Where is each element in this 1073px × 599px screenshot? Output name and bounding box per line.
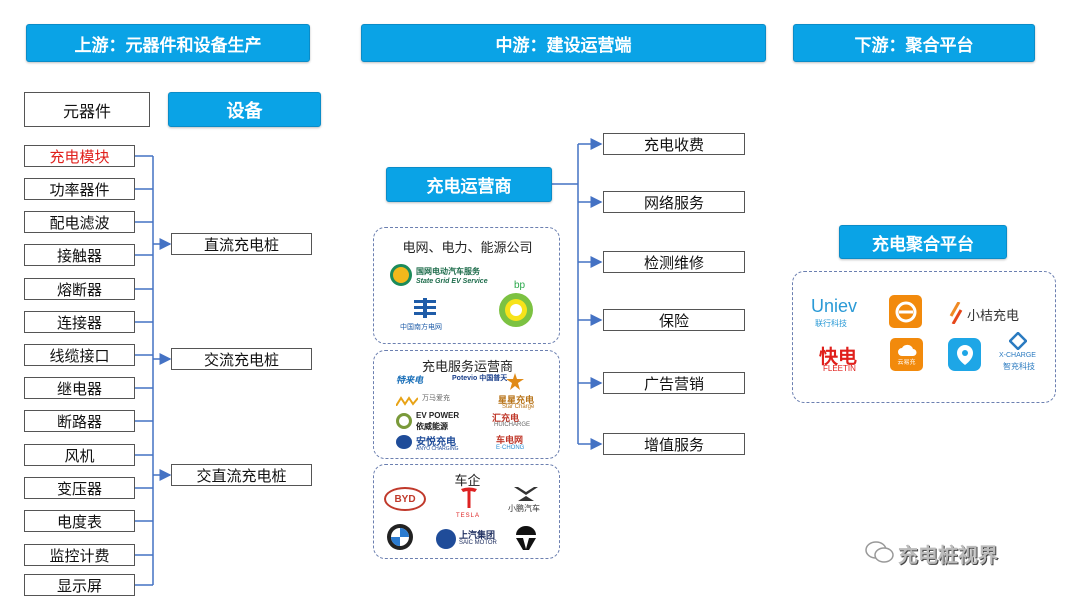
logo-text: 汇充电 <box>492 413 520 423</box>
nio-logo-icon <box>514 525 538 551</box>
bp-logo-icon <box>498 292 534 328</box>
logo-text: 车电网 <box>496 435 524 445</box>
service-item: 充电收费 <box>603 133 745 155</box>
xcharge-logo-icon <box>1008 331 1028 351</box>
logo-text: Uniev <box>811 296 858 316</box>
logo-text: FLEETIN <box>823 364 856 373</box>
downstream-header: 下游：聚合平台 <box>793 24 1035 62</box>
logo-text: 依威能源 <box>416 422 448 431</box>
logo-text: BYD <box>394 493 416 505</box>
echarge-logo-icon <box>889 295 922 328</box>
component-item: 功率器件 <box>24 178 135 200</box>
logo-text: 特来电 <box>396 375 424 385</box>
logo-text: X-CHARGE <box>999 352 1036 359</box>
service-item: 广告营销 <box>603 372 745 394</box>
component-item: 接触器 <box>24 244 135 266</box>
logo-text: 联行科技 <box>815 319 847 328</box>
anyo-logo-icon <box>396 435 412 449</box>
logo-text: 小鹏汽车 <box>508 504 540 513</box>
logo-text: 快电 <box>819 347 858 368</box>
logo-text: EV POWER <box>416 411 460 420</box>
logo-text: State Grid EV Service <box>416 278 488 285</box>
group-title: 充电服务运营商 <box>421 359 513 374</box>
energy-companies-group: 电网、电力、能源公司 国网电动汽车服务 State Grid EV Servic… <box>373 227 560 344</box>
xpeng-logo-icon <box>514 487 538 501</box>
aggregation-platforms-group: Uniev 联行科技 小桔充电 快电 FLEETIN 云易充 X-CHARGE … <box>792 271 1056 403</box>
component-label: 充电模块 <box>49 148 110 166</box>
bp-text: bp <box>514 280 526 291</box>
component-item: 电度表 <box>24 510 135 532</box>
logo-text: TESLA <box>456 513 481 519</box>
upstream-header: 上游：元器件和设备生产 <box>26 24 310 62</box>
component-item: 监控计费 <box>24 544 135 566</box>
logo-text: 国网电动汽车服务 <box>416 267 480 276</box>
component-item: 风机 <box>24 444 135 466</box>
byd-logo: BYD <box>384 487 426 511</box>
equipment-label: 设备 <box>168 92 321 127</box>
logo-text: 小桔充电 <box>967 308 1020 323</box>
csg-logo-icon <box>412 298 438 320</box>
equipment-ac-pile: 交流充电桩 <box>171 348 312 370</box>
charging-operator-label: 充电运营商 <box>386 167 552 202</box>
logo-text: ANYO CHARGING <box>416 446 459 452</box>
bmw-logo-icon <box>386 523 414 551</box>
logo-text: HUICHARGE <box>494 422 531 428</box>
components-label: 元器件 <box>24 92 150 127</box>
component-item: 配电滤波 <box>24 211 135 233</box>
equipment-dc-pile: 直流充电桩 <box>171 233 312 255</box>
equipment-acdc-pile: 交直流充电桩 <box>171 464 312 486</box>
yunyichong-logo: 云易充 <box>890 338 923 371</box>
logo-text: 中国南方电网 <box>400 324 442 331</box>
logo-text: 安悦充电 <box>416 437 456 448</box>
service-item: 保险 <box>603 309 745 331</box>
logo-text: 星星充电 <box>498 395 535 405</box>
xiaoju-logo-icon <box>949 301 963 325</box>
tesla-logo-icon <box>460 487 478 509</box>
component-item: 熔断器 <box>24 278 135 300</box>
logo-text: E·CHONG <box>496 445 525 451</box>
watermark: 充电桩视界 <box>898 545 998 567</box>
logo-text: 万马爱充 <box>422 395 450 402</box>
group-title: 车企 <box>454 473 481 488</box>
component-item: 线缆接口 <box>24 344 135 366</box>
component-item: 断路器 <box>24 410 135 432</box>
logo-text: Potevio 中国普天 <box>452 375 508 382</box>
wechat-icon <box>865 540 895 564</box>
component-item: 继电器 <box>24 377 135 399</box>
component-item: 连接器 <box>24 311 135 333</box>
logo-text: 上汽集团 <box>459 530 496 540</box>
logo-text: 云易充 <box>897 360 916 366</box>
charging-map-logo-icon <box>948 338 981 371</box>
cloud-icon <box>897 344 916 356</box>
saic-logo-icon <box>436 529 456 549</box>
charging-operators-group: 充电服务运营商 特来电 Potevio 中国普天 万马爱充 星星充电 Star … <box>373 350 560 459</box>
component-item: 变压器 <box>24 477 135 499</box>
logo-text: SAIC MOTOR <box>459 540 497 546</box>
state-grid-logo-icon <box>390 264 412 286</box>
service-item: 检测维修 <box>603 251 745 273</box>
logo-text: 智充科技 <box>1003 362 1035 371</box>
aggregation-platform-label: 充电聚合平台 <box>839 225 1007 259</box>
component-item: 显示屏 <box>24 574 135 596</box>
service-item: 增值服务 <box>603 433 745 455</box>
midstream-header: 中游：建设运营端 <box>361 24 766 62</box>
service-item: 网络服务 <box>603 191 745 213</box>
logo-text: Star Charge <box>502 404 535 410</box>
evpower-logo-icon <box>396 413 412 429</box>
wanma-logo-icon <box>395 393 419 407</box>
group-title: 电网、电力、能源公司 <box>402 240 533 255</box>
component-charging-module: 充电模块 <box>24 145 135 167</box>
star-logo-icon <box>506 373 524 391</box>
automakers-group: 车企 BYD TESLA 小鹏汽车 上汽集团 SAIC MOTOR <box>373 464 560 559</box>
